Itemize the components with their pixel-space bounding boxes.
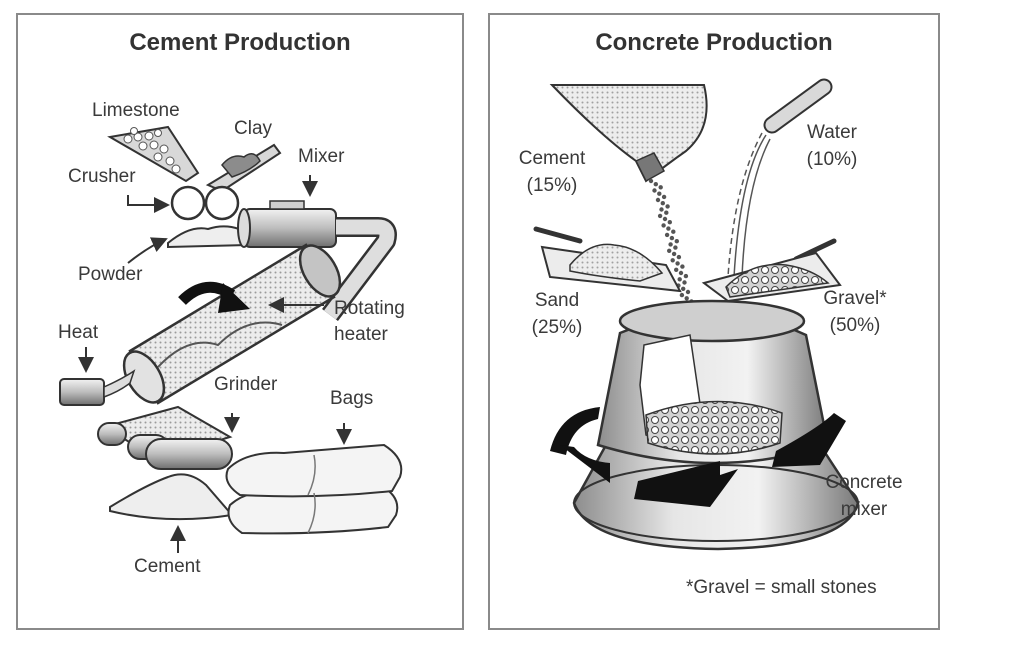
cement-ingredient-name: Cement bbox=[518, 148, 586, 169]
rotating-heater-tube bbox=[122, 243, 342, 405]
cement-particle bbox=[662, 216, 668, 222]
cement-particle bbox=[683, 273, 689, 279]
cement-particle bbox=[684, 296, 689, 301]
label-rotating-heater-line1: Rotating bbox=[334, 298, 405, 319]
cement-particle bbox=[675, 261, 680, 266]
water-pipe bbox=[763, 78, 833, 134]
cement-particle bbox=[659, 207, 664, 212]
gravel-scoop bbox=[701, 238, 842, 303]
cement-particle bbox=[668, 242, 673, 247]
cement-particle bbox=[658, 185, 663, 190]
label-gravel-ingredient: Gravel* (50%) bbox=[810, 285, 900, 339]
sand-ingredient-share: (25%) bbox=[531, 317, 583, 338]
label-grinder: Grinder bbox=[214, 374, 278, 395]
label-cement-ingredient: Cement (15%) bbox=[510, 145, 594, 199]
heat-burner bbox=[59, 369, 136, 406]
cement-particle bbox=[676, 254, 682, 260]
cement-particle bbox=[674, 239, 679, 244]
cement-particle bbox=[681, 286, 686, 291]
cement-particle bbox=[679, 292, 685, 298]
limestone-chute bbox=[107, 125, 200, 183]
cement-particle bbox=[664, 210, 669, 215]
cement-particle bbox=[670, 258, 675, 263]
cement-particle bbox=[674, 267, 679, 272]
cement-particle bbox=[648, 178, 654, 184]
cement-particle bbox=[680, 264, 685, 269]
cement-particle bbox=[652, 188, 657, 193]
cement-particle bbox=[653, 182, 658, 187]
cement-process-illustration bbox=[59, 125, 403, 553]
cement-hopper bbox=[549, 84, 708, 183]
cement-particle bbox=[667, 248, 672, 253]
label-heat: Heat bbox=[58, 322, 99, 343]
label-water-ingredient: Water (10%) bbox=[790, 119, 874, 173]
cement-ingredient-share: (15%) bbox=[526, 175, 578, 196]
cement-particle bbox=[685, 289, 691, 295]
label-powder: Powder bbox=[78, 264, 143, 285]
cement-particle bbox=[661, 194, 667, 200]
concrete-mixer-line2: mixer bbox=[840, 499, 888, 520]
cement-particle bbox=[673, 245, 678, 250]
label-clay: Clay bbox=[234, 118, 273, 139]
label-sand-ingredient: Sand (25%) bbox=[520, 287, 594, 341]
concrete-process-illustration bbox=[533, 78, 860, 551]
concrete-production-panel: Concrete Production Cement (15%) Water (… bbox=[488, 13, 940, 630]
gravel-ingredient-share: (50%) bbox=[829, 315, 881, 336]
cement-particle bbox=[665, 204, 670, 209]
label-cement-output: Cement bbox=[134, 556, 201, 577]
gravel-footnote: *Gravel = small stones bbox=[686, 577, 877, 598]
sand-ingredient-name: Sand bbox=[534, 290, 580, 311]
cement-particle bbox=[664, 232, 670, 238]
label-rotating-heater-line2: heater bbox=[334, 324, 388, 345]
label-arrows bbox=[78, 175, 352, 553]
label-bags: Bags bbox=[330, 388, 374, 409]
cement-production-panel: Cement Production Limestone Clay Crusher… bbox=[16, 13, 464, 630]
gravel-ingredient-name: Gravel* bbox=[823, 288, 887, 309]
label-limestone: Limestone bbox=[92, 100, 180, 121]
water-ingredient-name: Water bbox=[807, 122, 857, 143]
concrete-mixer-drum bbox=[550, 299, 860, 551]
concrete-title: Concrete Production bbox=[595, 29, 833, 56]
label-concrete-mixer: Concrete mixer bbox=[812, 469, 916, 523]
water-ingredient-share: (10%) bbox=[806, 149, 858, 170]
label-mixer: Mixer bbox=[298, 146, 345, 167]
crusher-rollers bbox=[170, 185, 240, 221]
cement-particle bbox=[655, 197, 661, 203]
grinder-rollers bbox=[97, 405, 233, 470]
cement-particle bbox=[661, 223, 666, 228]
sand-scoop bbox=[533, 226, 682, 293]
cement-particle bbox=[682, 280, 687, 285]
cement-particle bbox=[671, 251, 677, 257]
cement-particle bbox=[669, 235, 675, 241]
clay-chute bbox=[205, 143, 282, 193]
cement-particle bbox=[660, 201, 665, 206]
cement-pile bbox=[109, 473, 234, 521]
cement-particle bbox=[677, 277, 682, 282]
mixer-drum bbox=[237, 200, 337, 248]
cement-particle bbox=[657, 213, 663, 219]
falling-cement-dots bbox=[648, 178, 698, 314]
cement-particle bbox=[671, 229, 676, 234]
cement-particle bbox=[667, 220, 672, 225]
cement-particle bbox=[678, 270, 684, 276]
label-crusher: Crusher bbox=[68, 166, 136, 187]
concrete-mixer-line1: Concrete bbox=[825, 472, 903, 493]
water-stream bbox=[727, 132, 771, 278]
cement-particle bbox=[657, 191, 662, 196]
cement-title: Cement Production bbox=[129, 29, 351, 56]
cement-particle bbox=[666, 226, 671, 231]
cement-bags bbox=[225, 443, 403, 535]
